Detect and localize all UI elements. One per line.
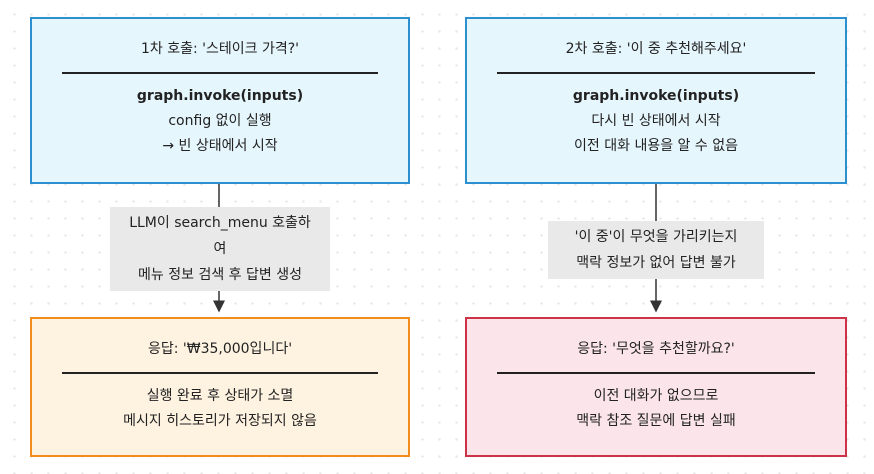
node-first-call-line-2: config 없이 실행 [168, 113, 272, 129]
node-second-response-title: 응답: '무엇을 추천할까요?' [577, 341, 735, 357]
edge-label-left: LLM이 search_menu 호출하 여 메뉴 정보 검색 후 답변 생성 [110, 207, 330, 291]
edge-label-right-line-2: 맥락 정보가 없어 답변 불가 [576, 255, 736, 271]
divider [62, 372, 378, 374]
edge-label-right: '이 중'이 무엇을 가리키는지 맥락 정보가 없어 답변 불가 [548, 221, 764, 279]
divider [497, 72, 815, 74]
node-second-call-line-3: 이전 대화 내용을 알 수 없음 [574, 138, 738, 154]
node-first-response-title: 응답: '₩35,000입니다' [147, 341, 293, 357]
edge-label-left-line-3: 메뉴 정보 검색 후 답변 생성 [138, 267, 302, 283]
node-first-response-line-1: 실행 완료 후 상태가 소멸 [146, 388, 294, 404]
divider [62, 72, 378, 74]
node-second-response-line-2: 맥락 참조 질문에 답변 실패 [576, 413, 736, 429]
node-second-response-line-1: 이전 대화가 없으므로 [593, 388, 719, 404]
node-second-call-title: 2차 호출: '이 중 추천해주세요' [565, 41, 747, 57]
edge-label-left-line-1: LLM이 search_menu 호출하 [129, 215, 311, 231]
edge-label-left-line-2: 여 [213, 241, 227, 257]
edge-label-right-line-1: '이 중'이 무엇을 가리키는지 [574, 229, 738, 245]
divider [497, 372, 815, 374]
node-first-call-line-3: → 빈 상태에서 시작 [162, 138, 278, 154]
node-first-call: 1차 호출: '스테이크 가격?' graph.invoke(inputs) c… [30, 17, 410, 184]
node-first-response: 응답: '₩35,000입니다' 실행 완료 후 상태가 소멸 메시지 히스토리… [30, 317, 410, 457]
node-first-call-title: 1차 호출: '스테이크 가격?' [140, 41, 300, 57]
node-second-call-line-2: 다시 빈 상태에서 시작 [591, 113, 721, 129]
node-second-call-line-1: graph.invoke(inputs) [572, 88, 740, 104]
node-first-response-line-2: 메시지 히스토리가 저장되지 않음 [123, 413, 317, 429]
node-second-response: 응답: '무엇을 추천할까요?' 이전 대화가 없으므로 맥락 참조 질문에 답… [465, 317, 847, 457]
node-second-call: 2차 호출: '이 중 추천해주세요' graph.invoke(inputs)… [465, 17, 847, 184]
node-first-call-line-1: graph.invoke(inputs) [136, 88, 304, 104]
